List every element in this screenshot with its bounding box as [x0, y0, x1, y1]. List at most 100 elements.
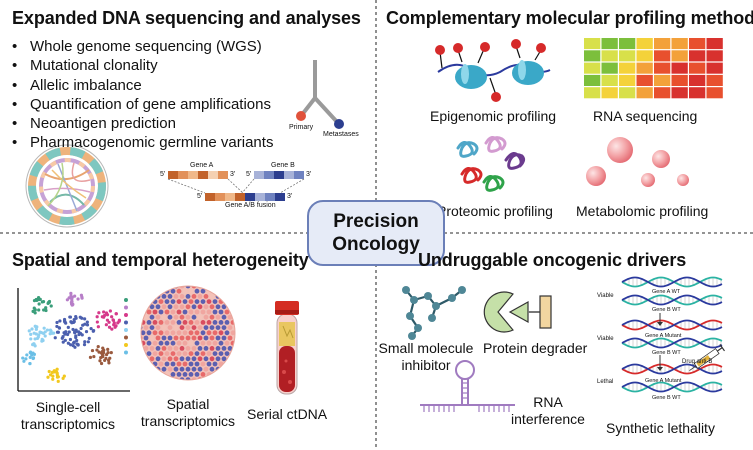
state-viable-2: Viable — [597, 336, 614, 342]
tissue-spot — [167, 335, 173, 341]
label-small-molecule: Small molecule inhibitor — [374, 340, 478, 374]
tissue-spot — [164, 330, 170, 336]
tissue-spot — [212, 320, 218, 325]
tissue-spot — [170, 340, 176, 346]
cell-dot — [101, 351, 106, 355]
gene-b-wt-label-3: Gene B WT — [652, 395, 681, 401]
heatmap-cell — [671, 87, 688, 99]
tissue-spot — [149, 286, 155, 289]
cell-dot — [114, 312, 118, 316]
cell-dot — [27, 329, 31, 333]
tissue-spot — [227, 314, 233, 320]
tissue-spot — [221, 335, 227, 341]
cell-dot — [31, 356, 35, 361]
tissue-spot — [215, 346, 221, 351]
heatmap-cell — [689, 50, 706, 62]
cell-dot — [95, 348, 99, 352]
precision-oncology-badge: Precision Oncology — [307, 200, 445, 266]
cell-dot — [32, 299, 37, 303]
tissue-spot — [161, 356, 167, 362]
legend-dot — [124, 298, 128, 302]
heatmap-cell — [654, 62, 671, 74]
cell-dot — [106, 347, 110, 351]
cell-dot — [80, 296, 84, 300]
tissue-spot — [200, 299, 206, 304]
cell-dot — [77, 332, 81, 337]
tissue-spot — [161, 346, 167, 351]
cell-dot — [25, 353, 29, 357]
tissue-spot — [167, 314, 173, 320]
tissue-spot — [167, 304, 173, 310]
tissue-spot — [224, 309, 230, 315]
tissue-spot — [161, 314, 167, 320]
cell-dot — [66, 341, 70, 345]
tissue-spot — [167, 325, 173, 330]
tissue-spot — [194, 340, 200, 346]
cell-dot — [77, 330, 81, 334]
cell-dot — [68, 337, 73, 342]
cell-dot — [109, 351, 113, 355]
tissue-spot — [179, 366, 185, 372]
dna-strand — [621, 276, 723, 288]
cell-dot — [62, 374, 66, 378]
tissue-spot — [188, 340, 194, 346]
spatial-tissue-icon — [140, 285, 236, 381]
cell-dot — [34, 327, 38, 331]
tissue-spot — [191, 325, 197, 330]
tissue-spot — [191, 366, 197, 372]
cell-dot — [111, 318, 116, 322]
state-viable-1: Viable — [597, 293, 614, 299]
gene-b-wt-label-1: Gene B WT — [652, 307, 681, 313]
panel-title-undruggable: Undruggable oncogenic drivers — [418, 250, 687, 270]
cell-dot — [28, 350, 33, 354]
bullet-item: Quantification of gene amplifications — [12, 95, 273, 114]
tissue-spot — [206, 351, 212, 356]
cell-dot — [38, 330, 42, 334]
cell-dot — [69, 291, 73, 295]
tissue-spot — [209, 325, 215, 330]
gene-a-mutant-label-1: Gene A Mutant — [645, 333, 682, 339]
tissue-spot — [146, 299, 152, 304]
cell-dot — [28, 355, 32, 359]
fusion-end-5-b: 5' — [246, 171, 252, 178]
tissue-spot — [149, 314, 155, 320]
tissue-spot — [143, 335, 149, 341]
tissue-spot — [209, 377, 215, 380]
tissue-spot — [197, 304, 203, 310]
tissue-spot — [155, 325, 161, 330]
heatmap-cell — [689, 38, 706, 50]
tissue-spot — [170, 299, 176, 304]
cell-dot — [95, 320, 99, 324]
tissue-spot — [200, 372, 206, 377]
heatmap-cell — [654, 38, 671, 50]
tissue-spot — [197, 356, 203, 362]
cell-dot — [29, 337, 33, 341]
cell-dot — [50, 370, 54, 374]
tissue-spot — [191, 335, 197, 341]
cell-dot — [37, 302, 41, 306]
tree-label-primary: Primary — [289, 124, 314, 131]
tissue-spot — [176, 288, 182, 294]
tissue-spot — [185, 325, 191, 330]
tissue-spot — [206, 340, 212, 346]
heatmap-cell — [654, 50, 671, 62]
tissue-spot — [224, 299, 230, 304]
tissue-spot — [203, 304, 209, 310]
heatmap-cell — [671, 38, 688, 50]
heatmap-cell — [671, 50, 688, 62]
cell-dot — [22, 359, 26, 363]
tissue-spot — [146, 309, 152, 315]
heatmap-cell — [706, 62, 723, 74]
tissue-spot — [221, 325, 227, 330]
tissue-spot — [185, 314, 191, 320]
tissue-spot — [146, 372, 152, 377]
tissue-spot — [185, 366, 191, 372]
tissue-spot — [203, 325, 209, 330]
cell-dot — [102, 348, 106, 352]
tissue-spot — [167, 356, 173, 362]
cell-dot — [104, 311, 109, 315]
cell-dot — [67, 330, 71, 334]
tissue-spot — [146, 351, 152, 356]
heatmap-cell — [619, 62, 636, 74]
tissue-spot — [179, 314, 185, 320]
